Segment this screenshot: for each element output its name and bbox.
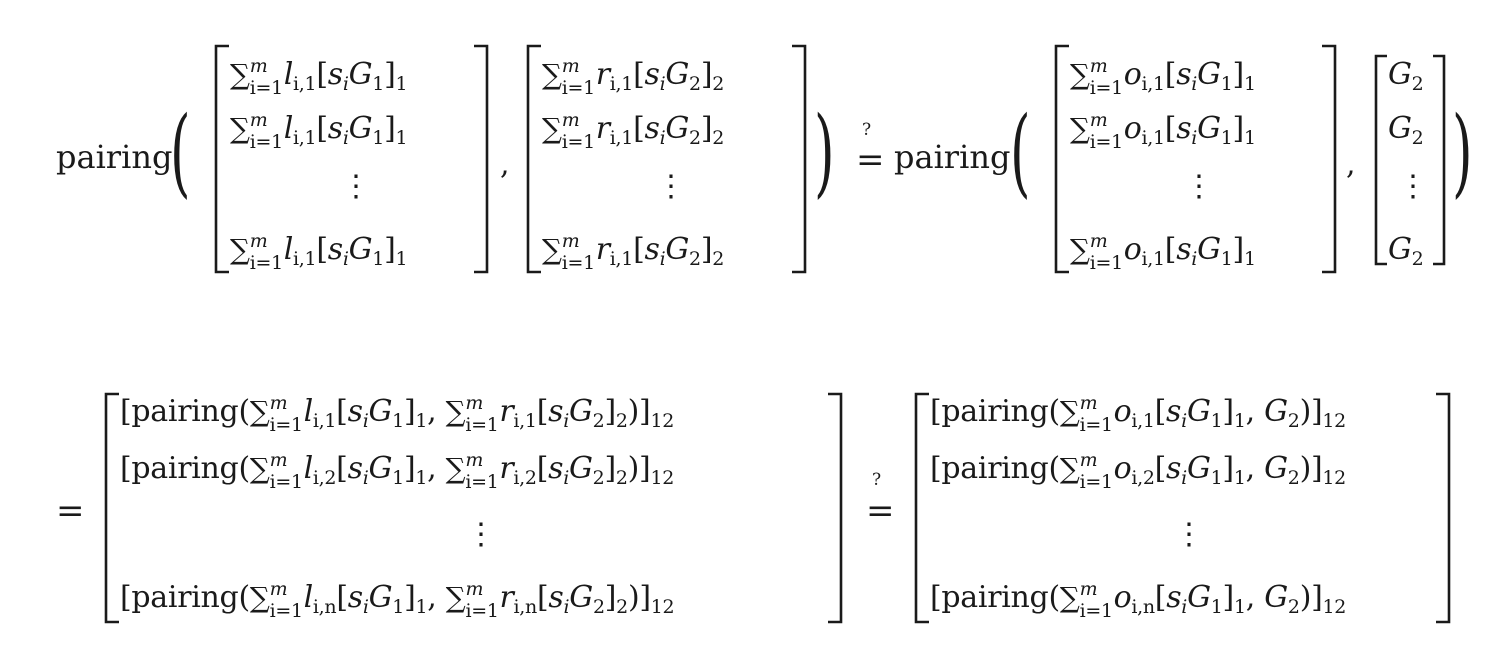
- matrix-g-row-n: G2: [1388, 232, 1424, 270]
- lhs-open-paren: (: [170, 96, 191, 208]
- matrix-g-left-bracket: [1374, 54, 1387, 266]
- line1-equals: =: [856, 140, 885, 180]
- rhs-close-paren: ): [1452, 96, 1473, 208]
- left-vector-vdots: ⋮: [466, 517, 496, 552]
- rhs-comma: ,: [1346, 147, 1356, 182]
- line2-equals: =: [866, 491, 895, 531]
- matrix-l-vdots: ⋮: [341, 169, 371, 204]
- matrix-g-row-2: G2: [1388, 111, 1424, 149]
- rhs-pairing-label: pairing: [894, 138, 1011, 176]
- line2-equals-leading: =: [56, 491, 85, 531]
- matrix-r-right-bracket: [792, 44, 807, 274]
- matrix-o-right-bracket: [1322, 44, 1337, 274]
- left-vector-left-bracket: [104, 392, 119, 624]
- line1-question-mark: ?: [862, 120, 872, 140]
- matrix-l-right-bracket: [474, 44, 489, 274]
- matrix-o-vdots: ⋮: [1184, 169, 1214, 204]
- matrix-r-vdots: ⋮: [656, 169, 686, 204]
- line2-question-mark: ?: [872, 470, 882, 490]
- lhs-close-paren: ): [814, 96, 835, 208]
- matrix-l-left-bracket: [214, 44, 229, 274]
- right-vector-vdots: ⋮: [1174, 517, 1204, 552]
- rhs-open-paren: (: [1010, 96, 1031, 208]
- matrix-g-vdots: ⋮: [1398, 169, 1428, 204]
- right-vector-left-bracket: [914, 392, 929, 624]
- matrix-g-right-bracket: [1433, 54, 1446, 266]
- matrix-r-left-bracket: [526, 44, 541, 274]
- left-vector-right-bracket: [828, 392, 843, 624]
- lhs-pairing-label: pairing: [56, 138, 173, 176]
- matrix-g-row-1: G2: [1388, 57, 1424, 95]
- right-vector-right-bracket: [1436, 392, 1451, 624]
- lhs-comma: ,: [500, 147, 510, 182]
- matrix-o-left-bracket: [1054, 44, 1069, 274]
